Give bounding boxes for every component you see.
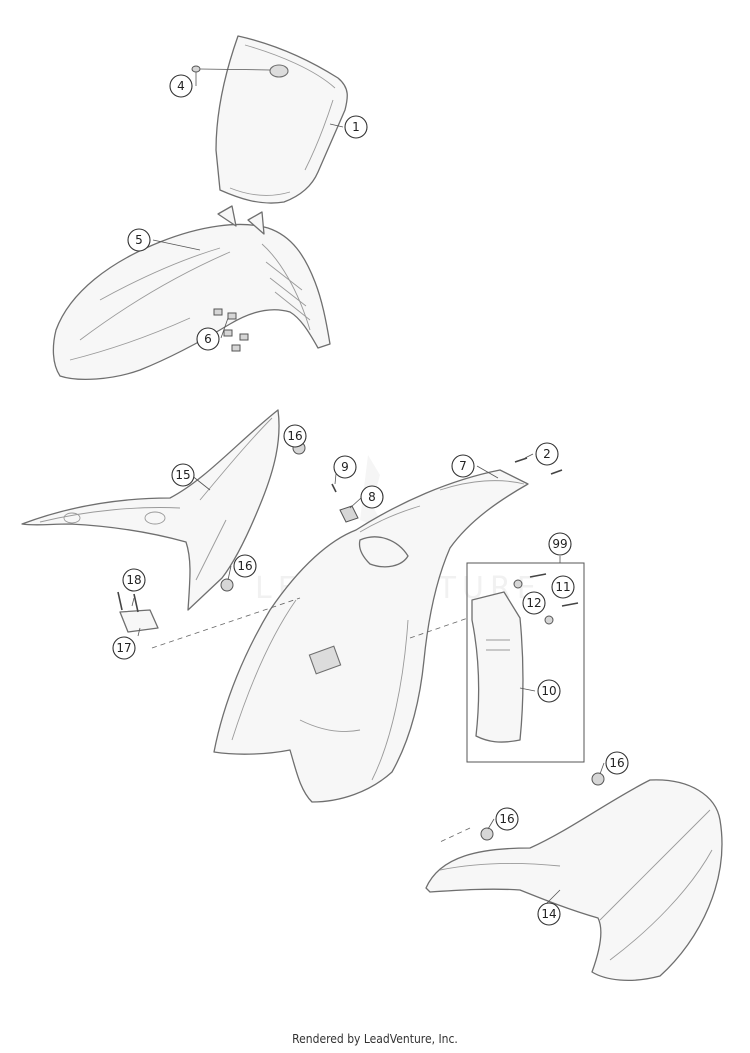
callout-2: 2 xyxy=(535,442,559,466)
callout-12: 12 xyxy=(522,591,546,615)
callout-18: 18 xyxy=(122,568,146,592)
callout-16-b: 16 xyxy=(233,554,257,578)
part-4-grommet[interactable] xyxy=(191,65,201,73)
callout-1: 1 xyxy=(344,115,368,139)
callout-17: 17 xyxy=(112,636,136,660)
part-12-washers[interactable] xyxy=(513,579,554,625)
svg-text:8: 8 xyxy=(368,490,376,504)
svg-text:15: 15 xyxy=(175,468,190,482)
callout-10: 10 xyxy=(537,679,561,703)
svg-text:16: 16 xyxy=(287,429,302,443)
part-2-screws[interactable] xyxy=(514,457,563,475)
callout-16-a: 16 xyxy=(283,424,307,448)
part-14-side-panel[interactable] xyxy=(425,779,723,981)
svg-text:16: 16 xyxy=(499,812,514,826)
svg-text:7: 7 xyxy=(459,459,467,473)
part-17-plug[interactable] xyxy=(119,609,159,633)
callout-9: 9 xyxy=(333,455,357,479)
svg-text:17: 17 xyxy=(116,641,131,655)
part-7-rear-fender[interactable] xyxy=(213,469,529,803)
parts-diagram: LEADVENTURE xyxy=(21,35,723,981)
part-15-side-shroud[interactable] xyxy=(21,409,280,611)
part-16-nut-d[interactable] xyxy=(480,827,494,841)
callout-5: 5 xyxy=(127,228,151,252)
svg-text:5: 5 xyxy=(135,233,143,247)
callout-14: 14 xyxy=(537,902,561,926)
part-18-screws[interactable] xyxy=(117,591,139,613)
part-6-screws[interactable] xyxy=(213,308,249,352)
svg-text:6: 6 xyxy=(204,332,212,346)
svg-text:99: 99 xyxy=(552,537,567,551)
callout-11: 11 xyxy=(551,575,575,599)
callout-8: 8 xyxy=(360,485,384,509)
svg-text:11: 11 xyxy=(555,580,570,594)
svg-text:4: 4 xyxy=(177,79,185,93)
part-8-clip[interactable] xyxy=(339,505,359,523)
callout-4: 4 xyxy=(169,74,193,98)
svg-text:16: 16 xyxy=(609,756,624,770)
part-16-nut-b[interactable] xyxy=(220,578,234,592)
part-1-number-plate[interactable] xyxy=(215,35,348,204)
svg-text:9: 9 xyxy=(341,460,349,474)
svg-text:12: 12 xyxy=(526,596,541,610)
svg-text:1: 1 xyxy=(352,120,360,134)
callout-6: 6 xyxy=(196,327,220,351)
part-11-screws[interactable] xyxy=(529,573,579,607)
svg-text:16: 16 xyxy=(237,559,252,573)
callout-99: 99 xyxy=(548,532,572,556)
svg-text:18: 18 xyxy=(126,573,141,587)
callout-15: 15 xyxy=(171,463,195,487)
part-10-mud-flap[interactable] xyxy=(471,591,524,743)
kit-99-box xyxy=(466,562,585,763)
svg-text:10: 10 xyxy=(541,684,556,698)
part-16-nut-c[interactable] xyxy=(591,772,605,786)
part-5-front-fender[interactable] xyxy=(52,205,331,381)
part-9-screw[interactable] xyxy=(331,483,337,493)
callout-16-c: 16 xyxy=(605,751,629,775)
callout-16-d: 16 xyxy=(495,807,519,831)
svg-text:2: 2 xyxy=(543,447,551,461)
svg-text:14: 14 xyxy=(541,907,556,921)
callout-7: 7 xyxy=(451,454,475,478)
footer-credit: Rendered by LeadVenture, Inc. xyxy=(292,1032,458,1046)
